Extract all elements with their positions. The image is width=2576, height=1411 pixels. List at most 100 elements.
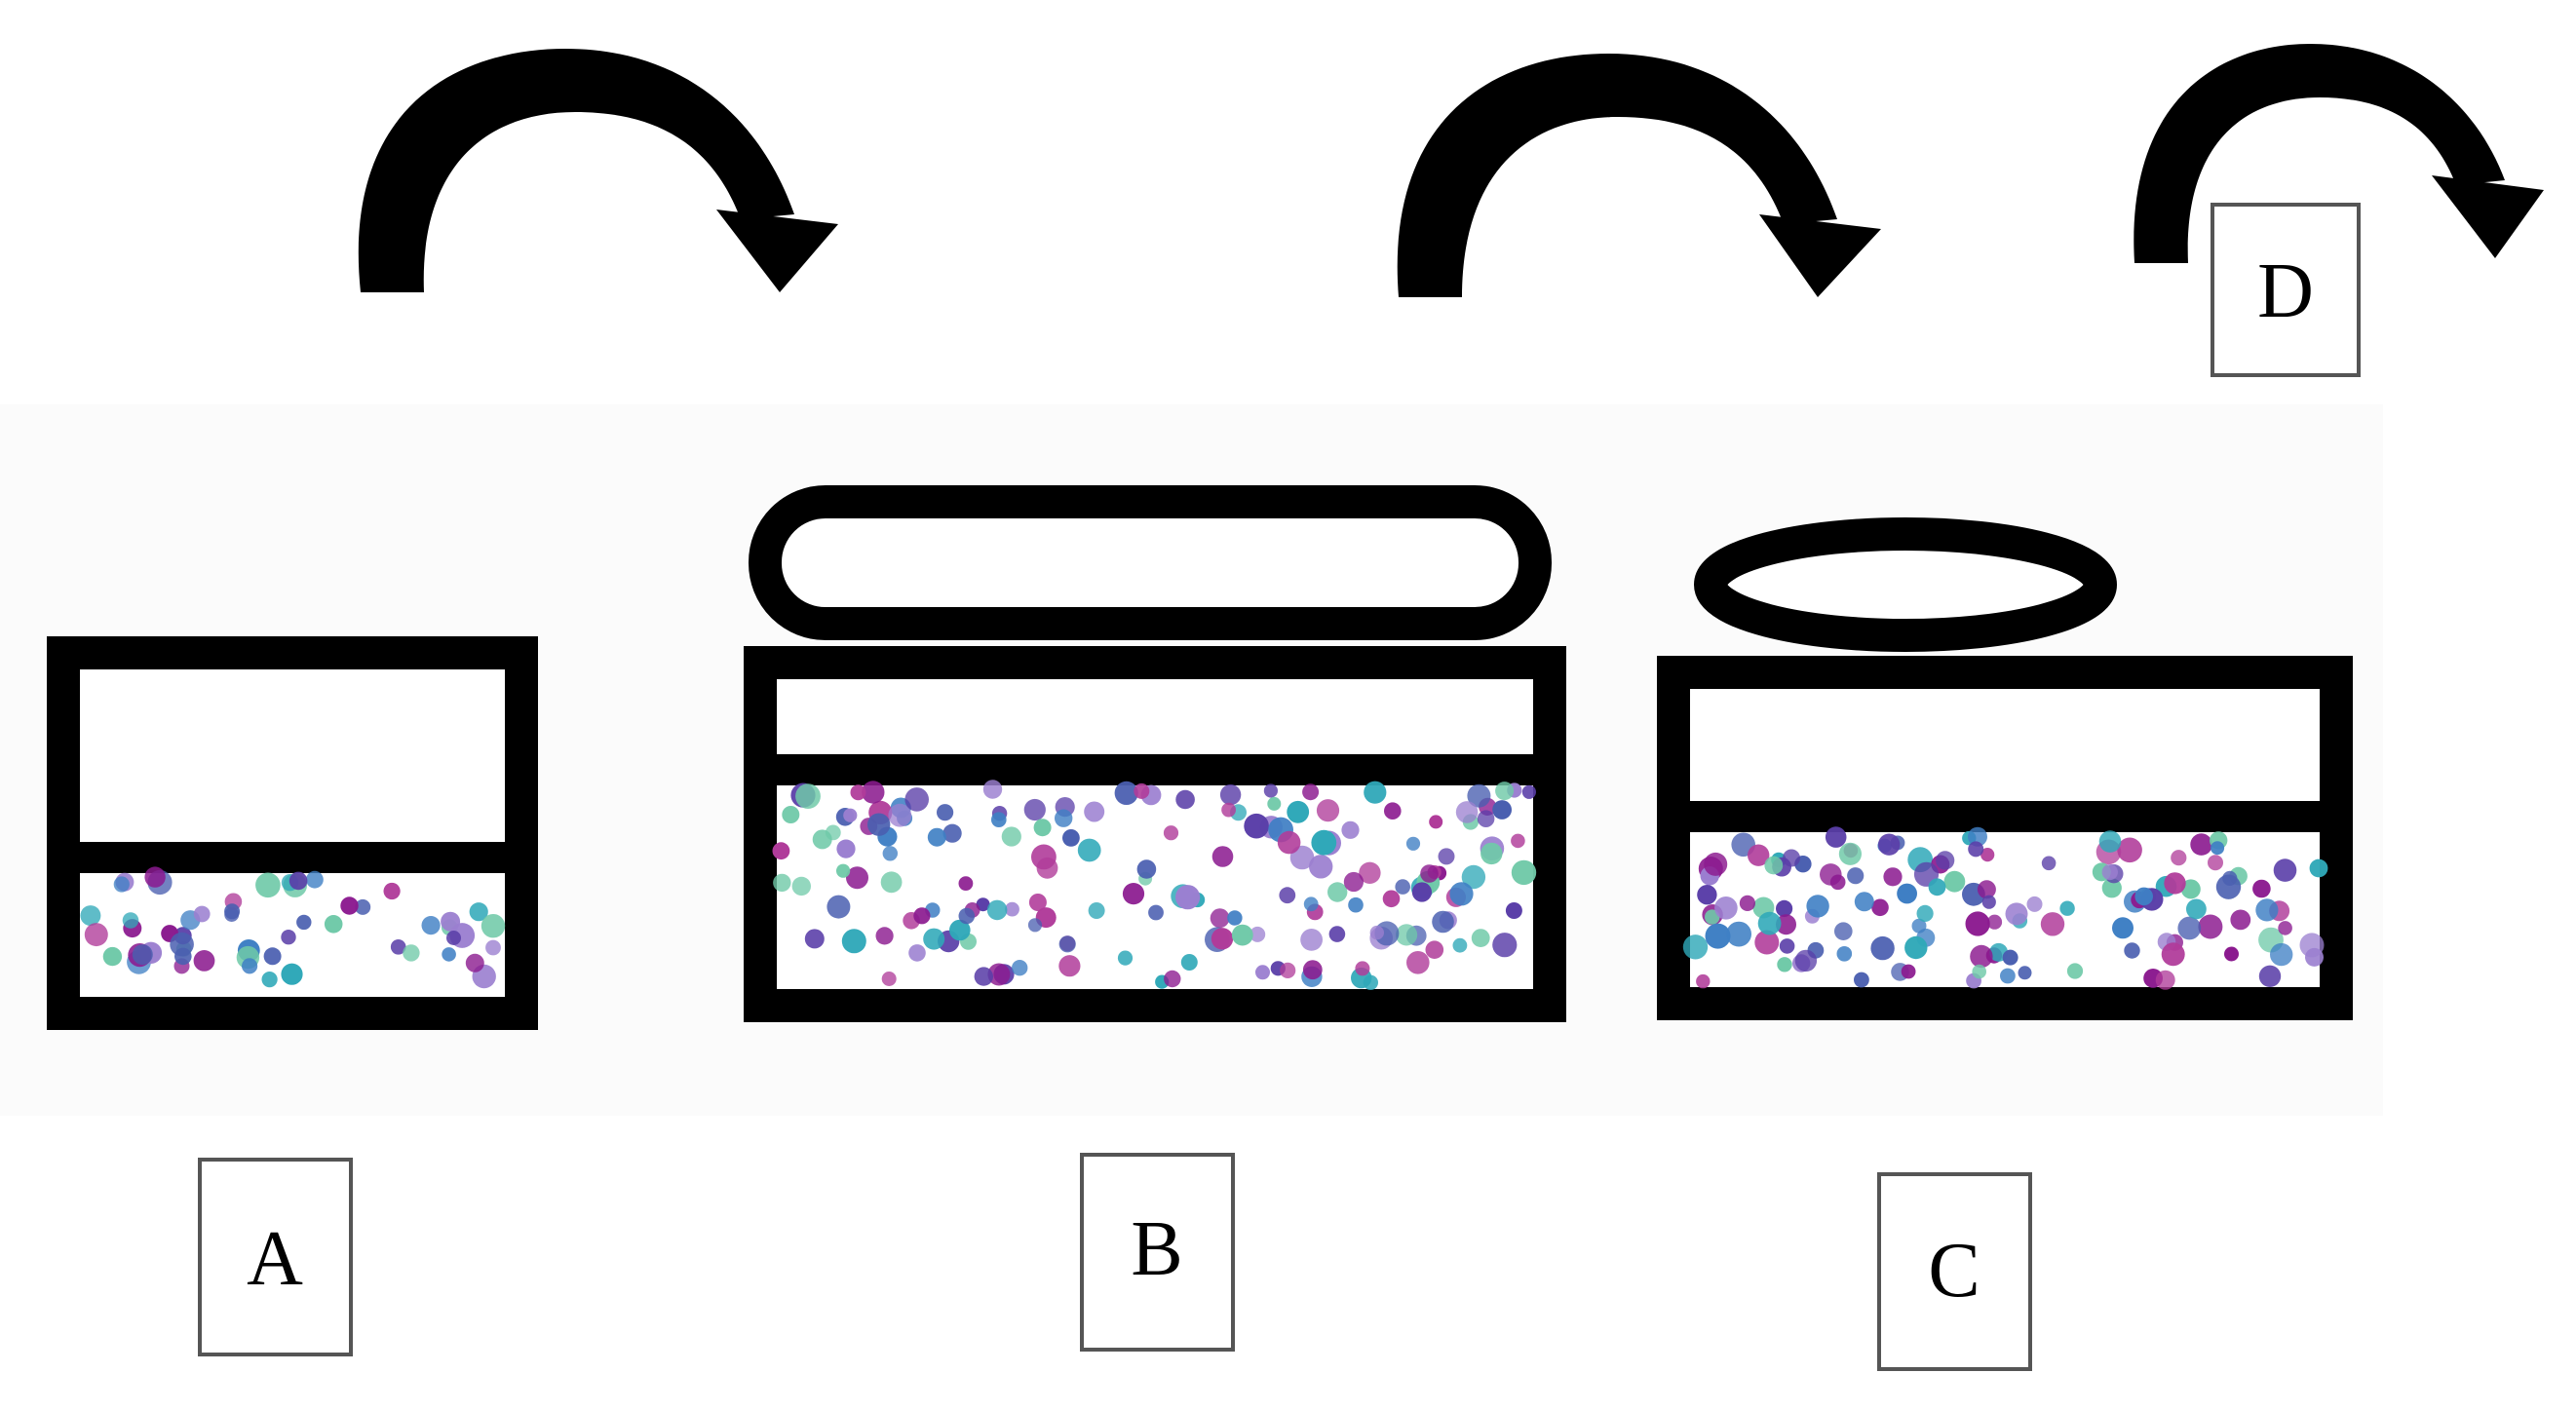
particle [827,895,851,919]
particle [340,896,359,915]
particle [224,903,241,920]
particle [2208,855,2223,871]
particle [1277,830,1301,855]
particle [1005,901,1019,917]
particle [782,806,800,823]
particle [2059,900,2075,916]
particle [1467,783,1491,808]
label-c-text: C [1928,1228,1980,1314]
particle [1820,863,1842,886]
particle [193,950,215,972]
particle [2124,942,2140,959]
particle [1806,895,1829,918]
particle [170,932,194,957]
particle [1088,902,1105,919]
particle [1114,781,1138,806]
particle [927,827,946,847]
particle [908,944,926,962]
particle [1980,848,1995,862]
particle [2177,916,2202,940]
particle [2258,965,2282,987]
particle [1854,972,1869,988]
particle [421,916,441,935]
particle [1847,867,1865,885]
particle [843,808,858,822]
particle [1023,798,1046,821]
particle [1341,820,1360,839]
particle [84,923,108,947]
particle [469,902,488,922]
particle [1495,782,1515,801]
particle [881,972,897,986]
particle [1395,879,1410,895]
particle [1911,918,1927,934]
particle [1311,829,1337,856]
particle [1355,961,1370,976]
particle [324,915,343,934]
particle [1968,841,1984,858]
particle [296,914,312,931]
particle [1878,833,1901,856]
particle [888,803,912,827]
particle [1250,926,1266,942]
particle [1757,911,1782,935]
particle [1411,882,1432,902]
particle [1432,910,1454,934]
particle [2211,841,2225,856]
particle [1062,829,1080,847]
particle [882,846,898,861]
particle [1726,921,1751,947]
container-c [1657,517,2353,1020]
particle [1163,825,1179,841]
particle [1327,882,1348,902]
particle [1036,857,1058,879]
particle [949,919,971,941]
particle [1897,883,1917,904]
particle [1928,878,1946,896]
particle [1505,902,1522,919]
particle [1916,904,1934,923]
particle [1977,880,1996,899]
particle [923,928,945,950]
particle [1854,892,1874,912]
particle [1425,940,1444,959]
particle [2041,856,2057,871]
particles-c [1682,826,2328,990]
particle [355,898,371,915]
particle [1834,922,1853,940]
particle [2040,912,2065,936]
particle [795,783,821,809]
particle [1696,973,1711,989]
particle [2155,970,2175,990]
label-c: C [1877,1172,2032,1371]
particle [1455,801,1479,823]
container-b [744,485,1566,1022]
particle [1406,951,1430,974]
particle [1480,842,1503,865]
particle [1164,970,1181,988]
particle [80,905,101,927]
particle [1058,955,1081,977]
particle [1343,871,1364,893]
particle [102,946,123,967]
particle [958,907,976,925]
particle [288,871,308,891]
particle [1287,800,1310,823]
particle [1492,933,1518,958]
particle [1001,826,1021,847]
particle [1302,783,1320,801]
particle [403,944,420,962]
particle [1452,937,1468,953]
particle [1033,819,1052,837]
particle [1438,848,1455,865]
particle [867,813,891,836]
particle [982,780,1003,799]
particle [1255,965,1270,980]
particle [2224,946,2239,962]
particle [974,967,993,986]
particle [1302,960,1323,980]
particle [836,839,856,858]
particle [2230,909,2251,931]
particle [465,953,484,972]
particle [113,876,130,893]
